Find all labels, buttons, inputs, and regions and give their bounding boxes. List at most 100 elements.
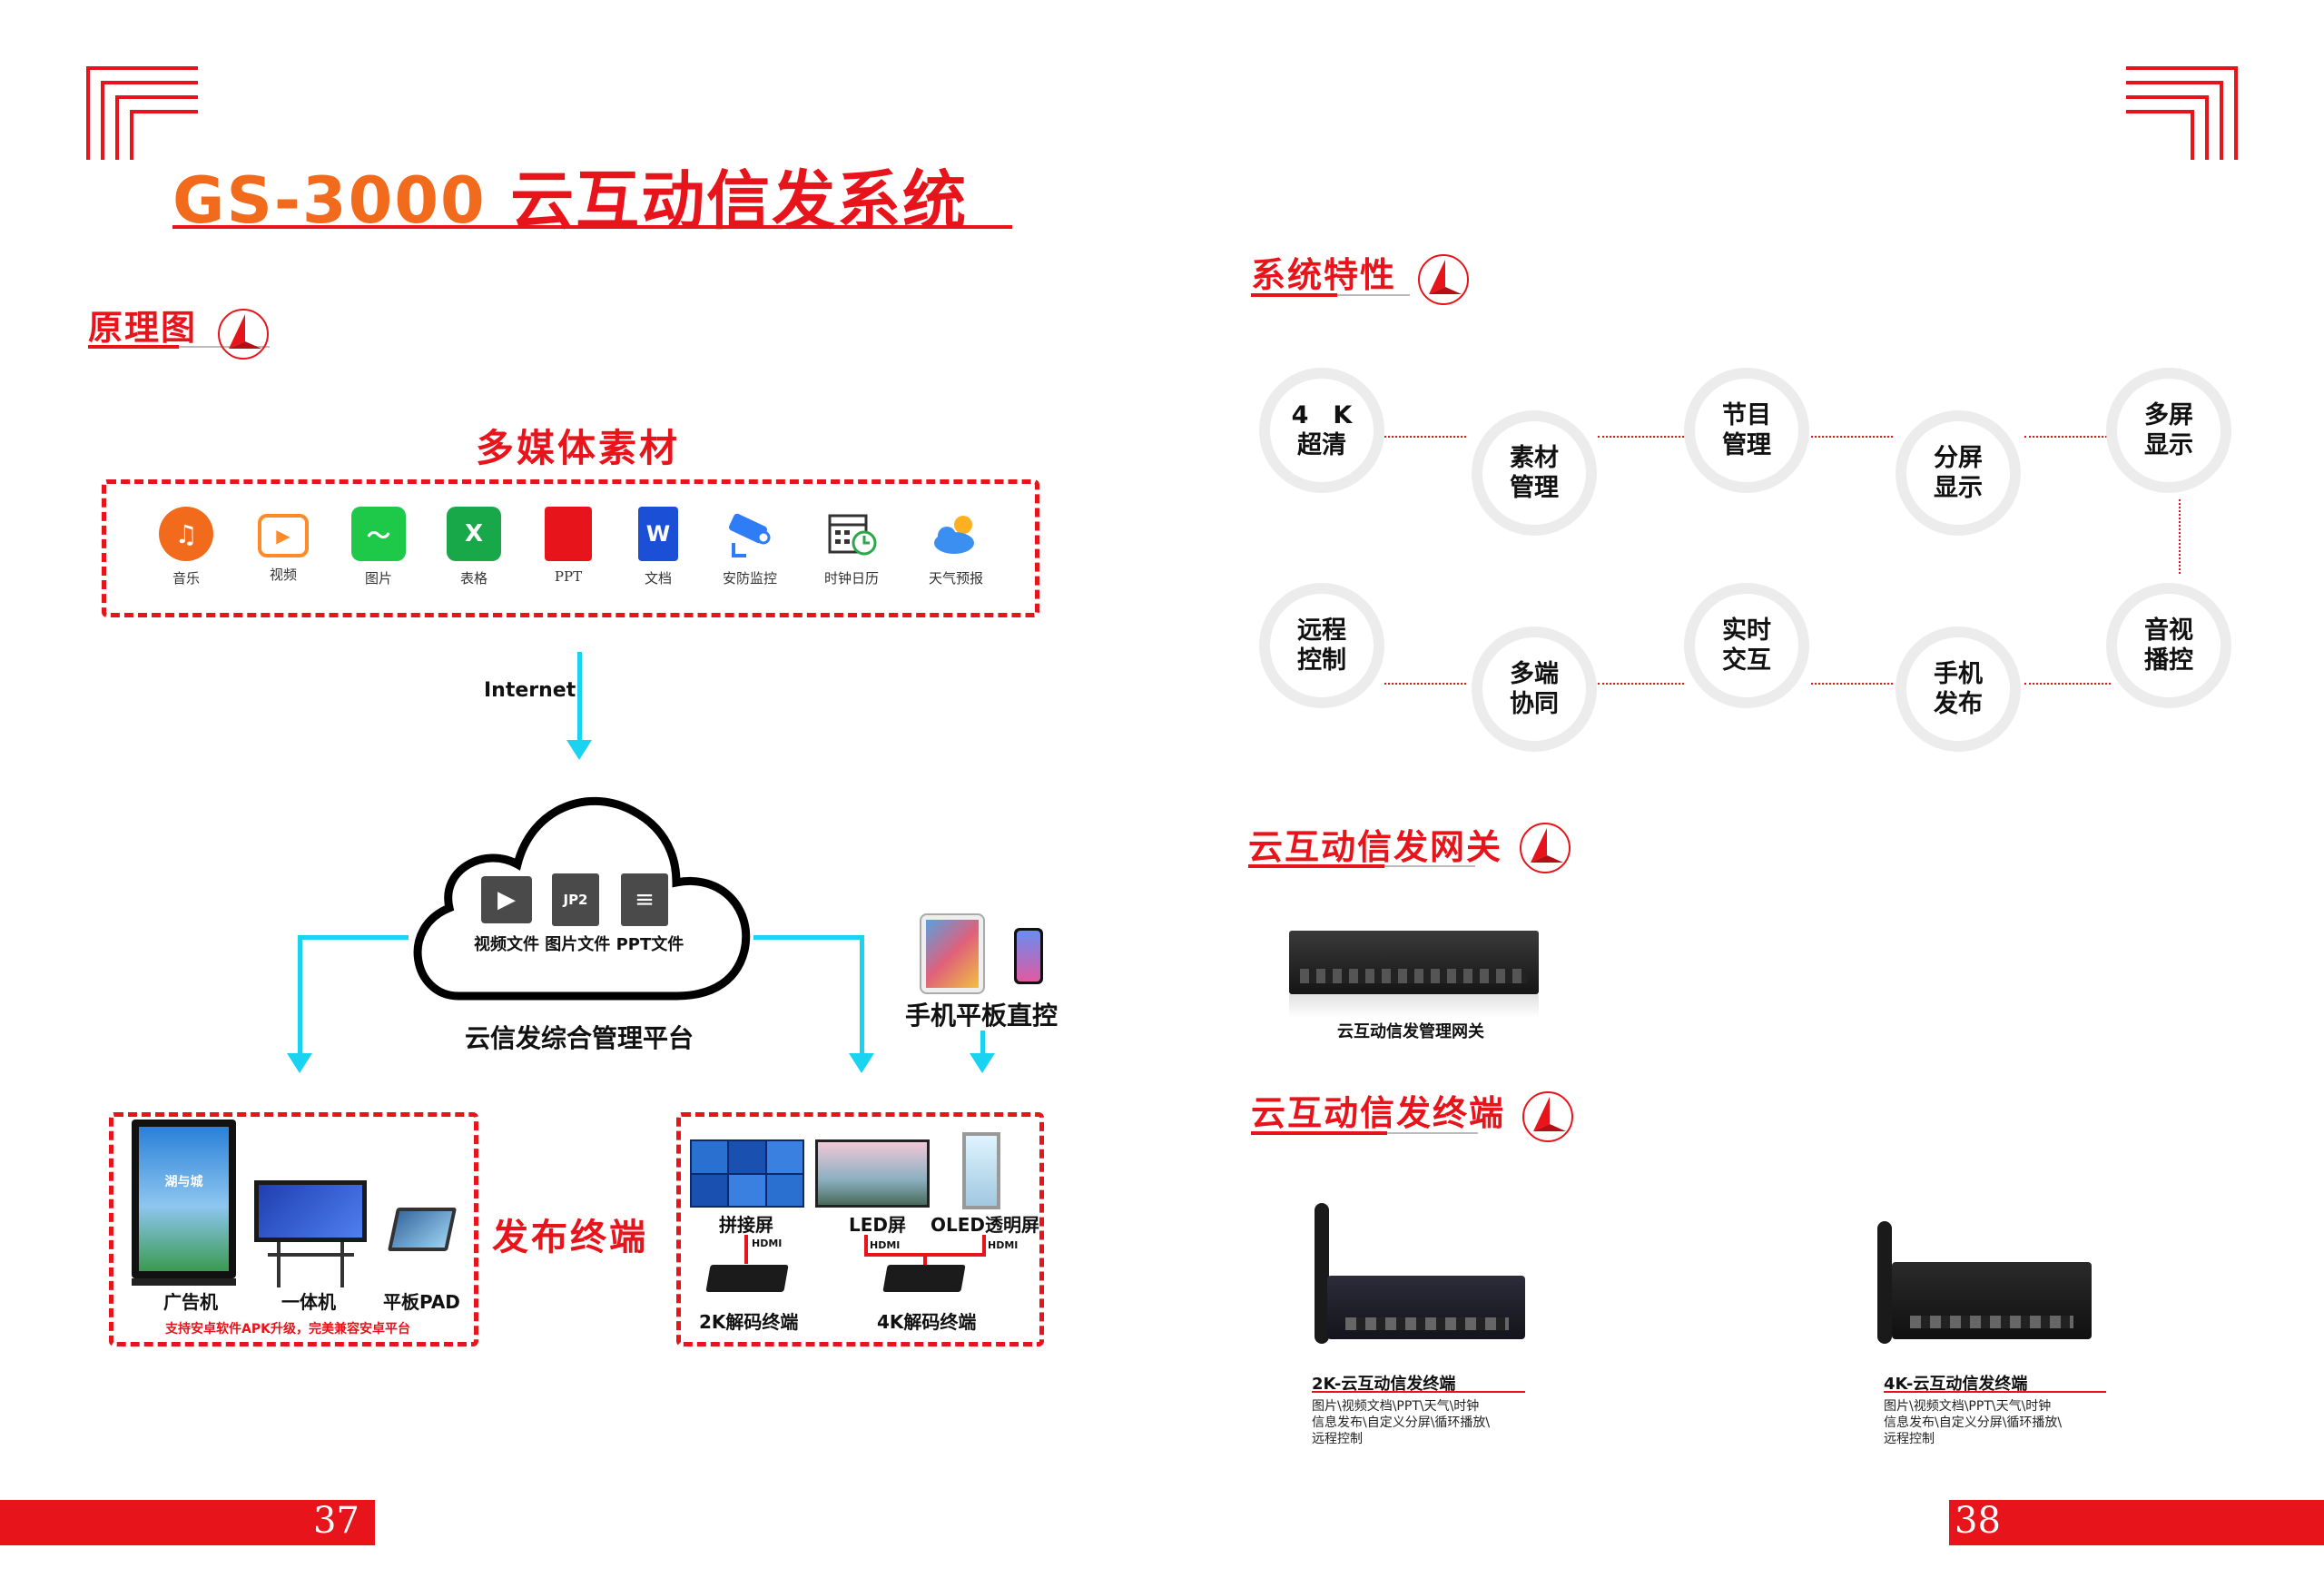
oled-transparent-screen-image [962, 1132, 1000, 1209]
media-materials-box [102, 479, 1039, 617]
media-item-weather: 天气预报 [915, 507, 997, 587]
jp2-file-icon: JP2 [552, 873, 599, 926]
all-in-one-screen-image [254, 1180, 367, 1242]
media-title: 多媒体素材 [476, 426, 681, 470]
media-item-video: ▶ 视频 [242, 507, 324, 584]
section-arrow-icon [1520, 823, 1571, 873]
device-label-oled: OLED透明屏 [931, 1214, 1040, 1236]
word-icon: W [638, 507, 678, 561]
section-title-diagram: 原理图 [88, 308, 198, 348]
hdmi-label-4k-a: HDMI [870, 1239, 901, 1251]
media-item-ppt: PPT [527, 507, 609, 585]
device-label-video-wall: 拼接屏 [719, 1214, 773, 1236]
page-bar-left [0, 1500, 375, 1545]
section-underline [1248, 864, 1384, 868]
section-underline [1251, 293, 1337, 297]
section-title-features: 系统特性 [1251, 255, 1397, 295]
terminal-4k-description: 图片\视频文档\PPT\天气\时钟 信息发布\自定义分屏\循环播放\ 远程控制 [1884, 1399, 2063, 1446]
hdmi-label-2k: HDMI [752, 1238, 783, 1249]
phone-icon [1014, 928, 1043, 984]
decoder-4k-image [882, 1265, 966, 1292]
section-arrow-icon [1418, 254, 1469, 305]
gateway-device-image [1289, 931, 1539, 994]
hdmi-label-4k-b: HDMI [988, 1239, 1019, 1251]
feature-remote-control: 远程控制 [1259, 583, 1384, 708]
advertising-kiosk-image: 湖与城 [132, 1119, 236, 1278]
music-icon: ♫ [159, 507, 213, 561]
arrow-head-icon [970, 1053, 995, 1073]
publish-terminal-label: 发布终端 [492, 1217, 648, 1258]
device-label-kiosk: 广告机 [163, 1291, 218, 1313]
internet-label: Internet [484, 679, 576, 702]
mobile-control-label: 手机平板直控 [905, 1001, 1059, 1031]
feature-av-playback-control: 音视播控 [2106, 583, 2231, 708]
feature-multi-screen: 多屏显示 [2106, 368, 2231, 493]
section-underline [1251, 1131, 1387, 1135]
video-wall-image [690, 1139, 804, 1208]
device-label-pad: 平板PAD [383, 1291, 460, 1313]
media-item-spreadsheet: X 表格 [433, 507, 515, 587]
video-icon: ▶ [258, 514, 309, 557]
section-title-terminal: 云互动信发终端 [1251, 1093, 1506, 1133]
section-title-gateway: 云互动信发网关 [1248, 827, 1503, 867]
feature-multi-terminal-sync: 多端协同 [1472, 626, 1597, 752]
kiosk-screen-text: 湖与城 [164, 1175, 203, 1189]
terminal-2k-image [1327, 1276, 1525, 1339]
terminal-2k-name: 2K-云互动信发终端 [1312, 1375, 1456, 1394]
feature-program-management: 节目管理 [1684, 368, 1809, 493]
arrow-right-horizontal [753, 935, 864, 940]
feature-material-management: 素材管理 [1472, 410, 1597, 536]
cloud-file-label-ppt: PPT文件 [615, 935, 684, 954]
gateway-label: 云互动信发管理网关 [1337, 1022, 1484, 1041]
weather-icon [934, 516, 974, 554]
section-arrow-icon [1522, 1091, 1573, 1142]
media-item-music: ♫ 音乐 [145, 507, 227, 587]
device-label-led: LED屏 [849, 1214, 907, 1236]
arrow-left-horizontal [298, 935, 409, 940]
media-item-security-camera: 安防监控 [709, 507, 791, 587]
arrow-head-icon [566, 740, 592, 760]
arrow-left-vertical [298, 935, 302, 1053]
ppt-icon [545, 507, 592, 561]
cloud-file-label-image: 图片文件 [545, 935, 611, 954]
page-bar-right [1949, 1500, 2324, 1545]
terminal-4k-name: 4K-云互动信发终端 [1884, 1375, 2028, 1394]
decoder-label-2k: 2K解码终端 [699, 1311, 799, 1333]
camera-icon [728, 513, 771, 557]
media-item-image: 〜 图片 [338, 507, 419, 587]
image-icon: 〜 [351, 507, 406, 561]
page-number-left: 37 [313, 1500, 359, 1542]
feature-mobile-publish: 手机发布 [1896, 626, 2021, 752]
android-support-note: 支持安卓软件APK升级，完美兼容安卓平台 [165, 1322, 410, 1336]
platform-label: 云信发综合管理平台 [465, 1023, 694, 1053]
tablet-pad-image [387, 1208, 458, 1251]
antenna-2k [1315, 1203, 1329, 1344]
text-file-icon: ≡ [621, 873, 668, 926]
title-underline [172, 225, 1012, 229]
terminal-4k-image [1892, 1262, 2092, 1339]
film-icon: ▶ [481, 876, 532, 923]
section-underline [88, 345, 179, 349]
feature-split-screen: 分屏显示 [1896, 410, 2021, 536]
arrow-head-icon [849, 1053, 874, 1073]
terminal-box-android [109, 1112, 478, 1346]
excel-icon: X [447, 507, 501, 561]
cloud-file-label-video: 视频文件 [474, 935, 539, 954]
page-number-right: 38 [1955, 1500, 2001, 1542]
media-item-document: W 文档 [617, 507, 699, 587]
terminal-box-decoders [676, 1112, 1044, 1346]
arrow-mobile-down [980, 1031, 985, 1058]
antenna-4k [1877, 1221, 1892, 1344]
terminal-2k-description: 图片\视频文档\PPT\天气\时钟 信息发布\自定义分屏\循环播放\ 远程控制 [1312, 1399, 1491, 1446]
media-item-clock-calendar: 时钟日历 [811, 507, 892, 587]
cloud-file-labels: 视频文件 图片文件 PPT文件 [474, 932, 684, 955]
clock-calendar-icon [828, 514, 877, 556]
internet-arrow [577, 652, 582, 743]
led-screen-image [815, 1139, 930, 1208]
decoder-2k-image [705, 1265, 789, 1292]
section-arrow-icon [218, 309, 269, 360]
tablet-icon [921, 915, 983, 992]
device-label-all-in-one: 一体机 [281, 1291, 336, 1313]
feature-realtime-interaction: 实时交互 [1684, 583, 1809, 708]
